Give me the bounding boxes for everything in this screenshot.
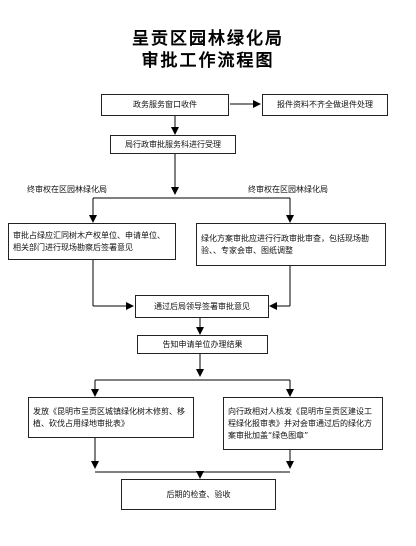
node-leader-sign: 通过后局领导签署审批意见 <box>135 295 269 318</box>
node-left-issue: 发放《昆明市呈贡区城镇绿化树木修剪、移植、砍伐占用绿地审批表》 <box>28 397 194 438</box>
branch-right-label: 终审权在区园林绿化局 <box>248 185 328 194</box>
branch-left-label: 终审权在区园林绿化局 <box>27 185 107 194</box>
node-right-issue: 向行政相对人核发《昆明市呈贡区建设工程绿化报审表》并对会审通过后的绿化方案审批加… <box>223 397 383 450</box>
node-notify: 告知申请单位办理结果 <box>137 335 268 354</box>
node-window-receive: 政务服务窗口收件 <box>101 94 229 116</box>
page-title: 呈贡区园林绿化局 <box>132 29 284 49</box>
node-followup: 后期的检查、验收 <box>121 479 276 510</box>
node-right-review: 绿化方案审批应进行行政审批审查，包括现场勘验、、专家会审、图纸调整 <box>196 223 386 266</box>
node-accept: 局行政审批服务科进行受理 <box>110 135 236 154</box>
node-incomplete-return: 报件资料不齐全做退件处理 <box>262 94 388 116</box>
page-subtitle: 审批工作流程图 <box>141 51 275 71</box>
node-left-review: 审批占绿应汇同树木产权单位、申请单位、相关部门进行现场勘察后签署意见 <box>8 223 176 260</box>
